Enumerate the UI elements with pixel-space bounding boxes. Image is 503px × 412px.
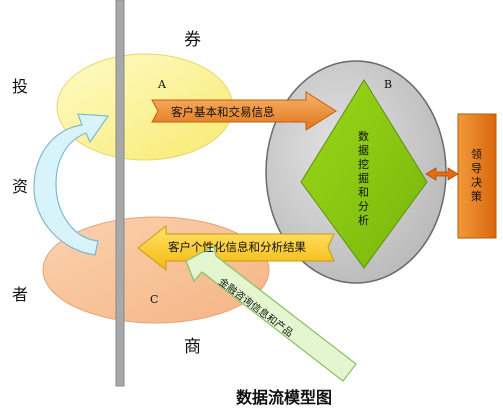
divider-pole bbox=[115, 0, 125, 387]
diamond-char: 数 bbox=[358, 130, 369, 143]
leader-char: 领 bbox=[471, 148, 482, 161]
leader-char: 策 bbox=[471, 189, 482, 203]
left-label-char-3: 者 bbox=[12, 285, 28, 304]
diamond-char: 析 bbox=[358, 213, 369, 227]
leader-char: 决 bbox=[471, 176, 482, 189]
top-label: 券 bbox=[184, 30, 201, 50]
leader-char: 导 bbox=[471, 162, 482, 175]
diamond-shape bbox=[300, 79, 428, 269]
diamond-char: 据 bbox=[358, 143, 369, 157]
diamond-char: 分 bbox=[358, 200, 369, 213]
diamond-char: 和 bbox=[358, 186, 369, 199]
left-label-char-1: 投 bbox=[12, 77, 28, 96]
leader-decision-box bbox=[457, 113, 497, 239]
node-b-label: B bbox=[384, 78, 392, 91]
double-arrow bbox=[425, 167, 459, 181]
bottom-label: 商 bbox=[184, 337, 201, 357]
arrow-to-c bbox=[137, 224, 335, 272]
arrow-to-c-label: 客户个性化信息和分析结果 bbox=[168, 240, 306, 254]
arrow-to-b bbox=[151, 91, 337, 131]
arrow-to-b-label: 客户基本和交易信息 bbox=[171, 105, 275, 119]
node-c-label: C bbox=[150, 293, 158, 306]
left-label-char-2: 资 bbox=[12, 177, 28, 196]
diamond-text: 数 据 挖 掘 和 分 析 bbox=[358, 130, 369, 227]
arrow-green bbox=[185, 245, 357, 382]
curved-arrow-c-to-a bbox=[33, 113, 110, 256]
node-a-label: A bbox=[157, 78, 167, 91]
diagram-caption: 数据流模型图 bbox=[236, 388, 332, 407]
diamond-char: 掘 bbox=[358, 171, 369, 185]
diamond-char: 挖 bbox=[358, 157, 369, 171]
leader-box-text: 领 导 决 策 bbox=[471, 148, 482, 203]
